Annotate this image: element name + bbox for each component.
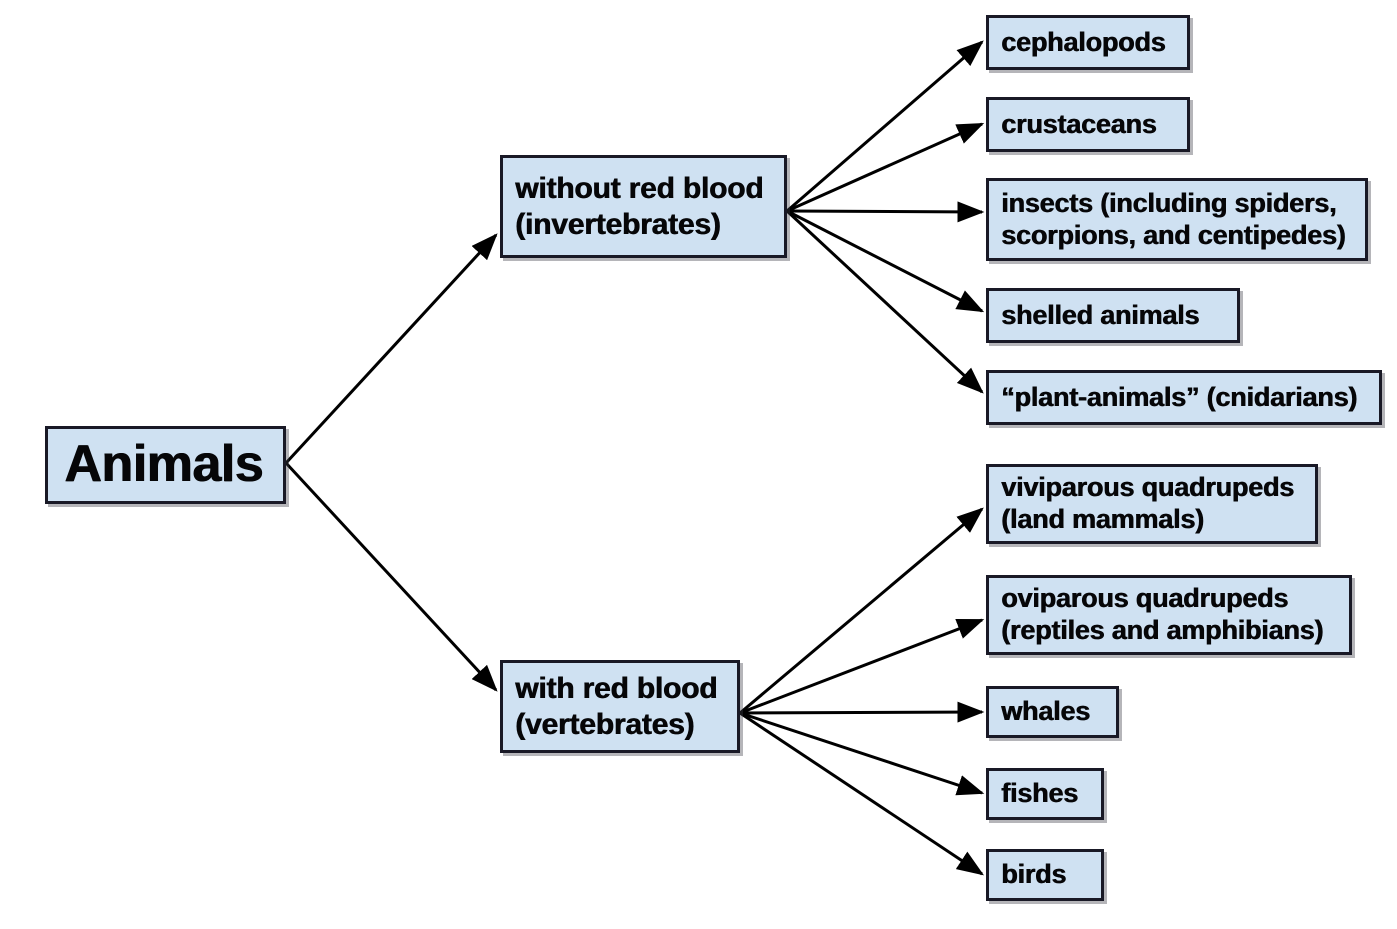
node-whales[interactable]: whales bbox=[986, 686, 1119, 738]
node-viviparous-quadrupeds-label: (land mammals) bbox=[1001, 504, 1204, 534]
node-vertebrates[interactable]: with red blood(vertebrates) bbox=[500, 660, 740, 753]
node-shelled-animals[interactable]: shelled animals bbox=[986, 288, 1240, 343]
node-plant-animals-label: “plant-animals” (cnidarians) bbox=[1001, 381, 1357, 412]
node-birds-label: birds bbox=[1001, 859, 1067, 890]
edge-vertebrates-to-oviparous-quadrupeds bbox=[739, 618, 985, 715]
node-animals[interactable]: Animals bbox=[45, 426, 286, 504]
node-invertebrates-label: (invertebrates) bbox=[515, 207, 721, 241]
edge-vertebrates-to-birds bbox=[739, 711, 984, 876]
node-oviparous-quadrupeds-label: (reptiles and amphibians) bbox=[1001, 615, 1324, 645]
edge-invertebrates-to-crustaceans bbox=[786, 122, 985, 213]
node-animals-label: Animals bbox=[64, 435, 263, 494]
node-vertebrates-label: with red blood bbox=[515, 672, 718, 706]
node-shelled-animals-label: shelled animals bbox=[1001, 299, 1200, 330]
node-fishes-label: fishes bbox=[1001, 778, 1078, 809]
edge-vertebrates-to-fishes bbox=[739, 711, 985, 796]
node-cephalopods[interactable]: cephalopods bbox=[986, 15, 1190, 70]
node-insects-label: insects (including spiders, bbox=[1001, 187, 1337, 218]
node-birds[interactable]: birds bbox=[986, 849, 1104, 901]
node-insects[interactable]: insects (including spiders,scorpions, an… bbox=[986, 178, 1368, 261]
node-plant-animals[interactable]: “plant-animals” (cnidarians) bbox=[986, 370, 1382, 425]
node-fishes[interactable]: fishes bbox=[986, 768, 1104, 820]
node-viviparous-quadrupeds-label: viviparous quadrupeds bbox=[1001, 472, 1294, 503]
node-vertebrates-label: (vertebrates) bbox=[515, 707, 695, 741]
edge-animals-to-vertebrates bbox=[284, 461, 498, 692]
edge-invertebrates-to-shelled-animals bbox=[786, 209, 985, 313]
node-crustaceans-label: crustaceans bbox=[1001, 108, 1157, 139]
node-insects-label: scorpions, and centipedes) bbox=[1001, 219, 1346, 250]
node-invertebrates[interactable]: without red blood(invertebrates) bbox=[500, 155, 787, 258]
node-viviparous-quadrupeds[interactable]: viviparous quadrupeds(land mammals) bbox=[986, 464, 1318, 544]
edge-vertebrates-to-viviparous-quadrupeds bbox=[739, 507, 984, 715]
node-whales-label: whales bbox=[1001, 696, 1090, 727]
node-cephalopods-label: cephalopods bbox=[1001, 26, 1166, 57]
edge-invertebrates-to-insects bbox=[786, 201, 985, 223]
node-oviparous-quadrupeds[interactable]: oviparous quadrupeds(reptiles and amphib… bbox=[986, 575, 1352, 655]
node-crustaceans[interactable]: crustaceans bbox=[986, 97, 1190, 152]
edge-invertebrates-to-cephalopods bbox=[786, 40, 984, 213]
edge-animals-to-invertebrates bbox=[284, 233, 498, 465]
edge-vertebrates-to-whales bbox=[739, 701, 985, 723]
node-invertebrates-label: without red blood bbox=[515, 172, 764, 206]
node-oviparous-quadrupeds-label: oviparous quadrupeds bbox=[1001, 583, 1289, 614]
edge-invertebrates-to-plant-animals bbox=[785, 209, 984, 394]
